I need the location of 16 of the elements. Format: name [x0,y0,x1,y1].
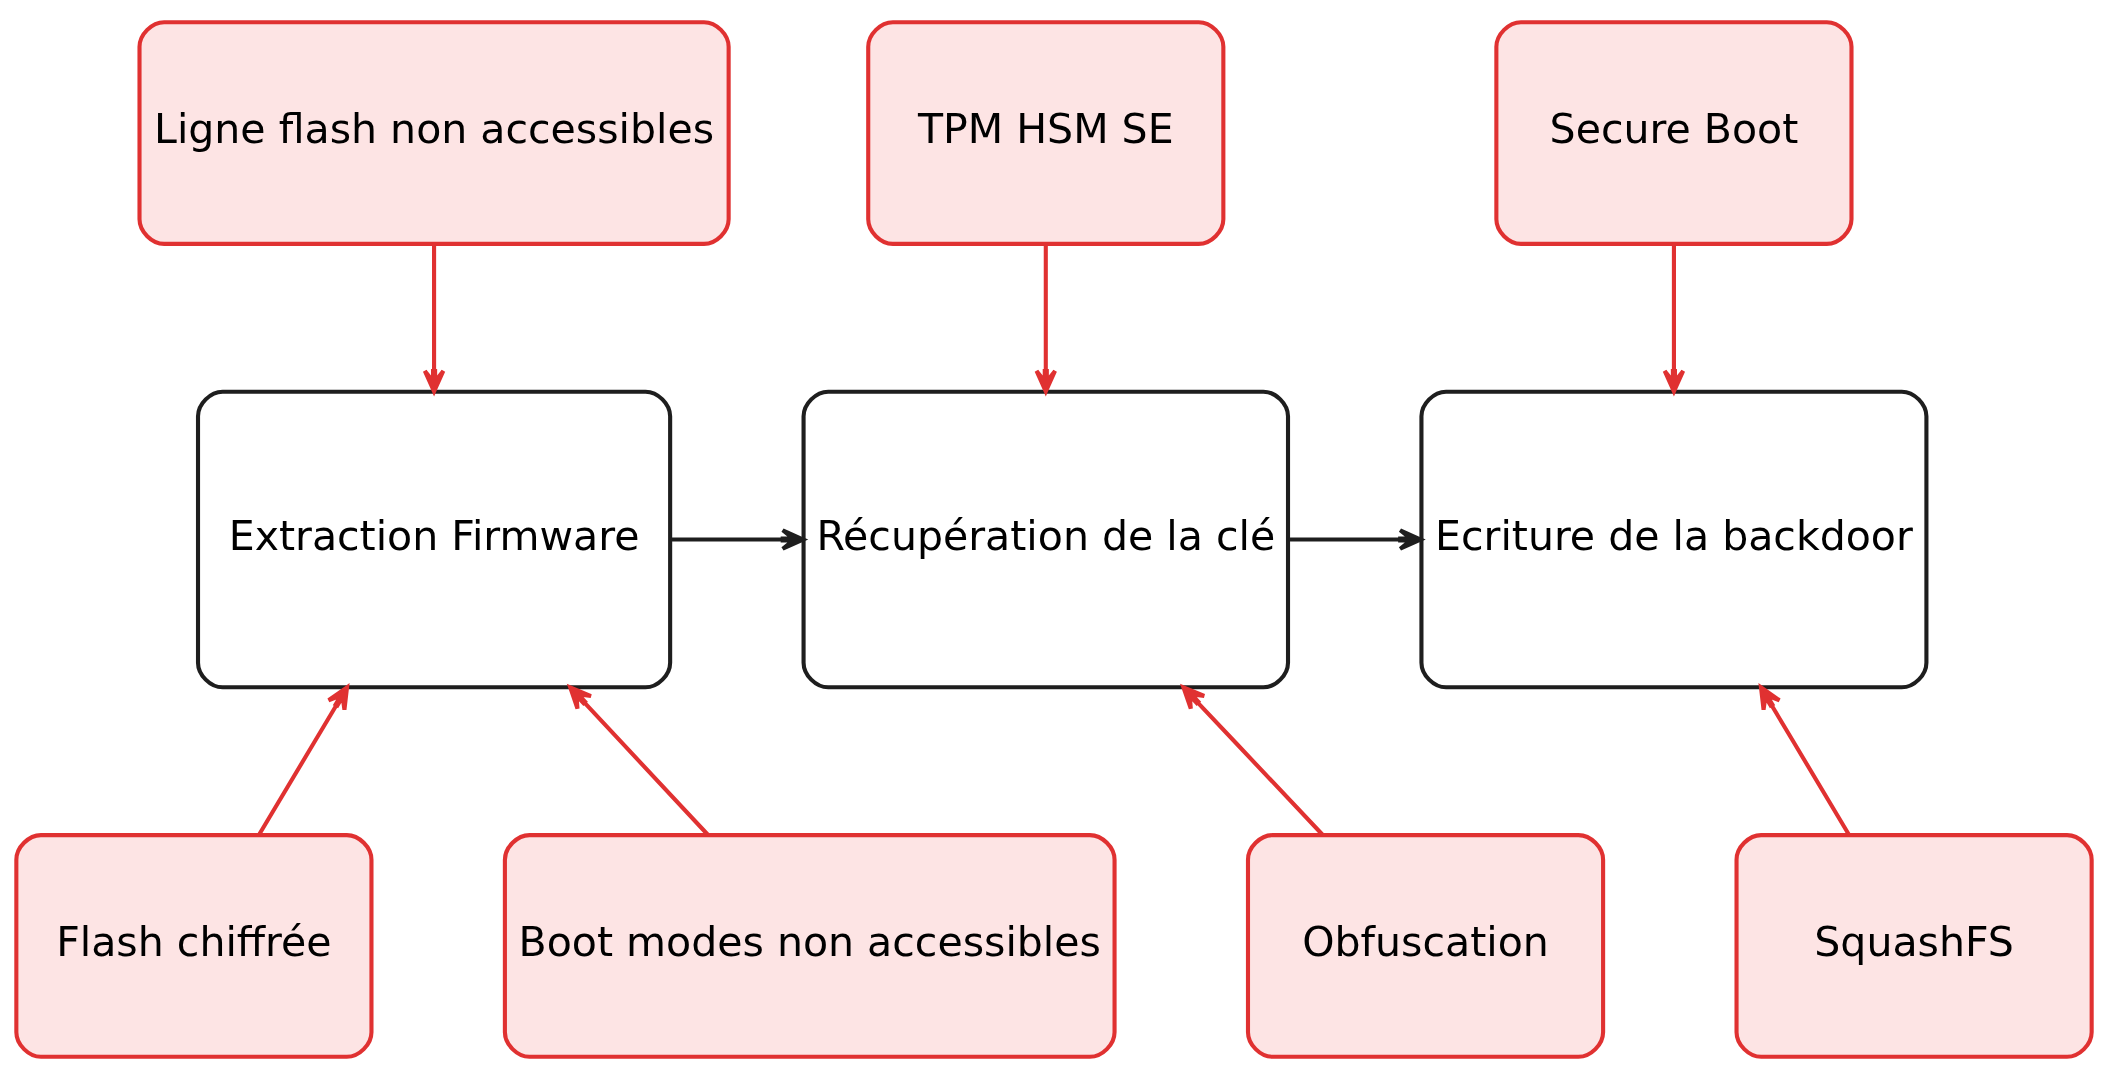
node-box: Extraction Firmware [195,389,673,689]
node-box: Boot modes non accessibles [502,832,1117,1059]
arrow [257,684,350,836]
node-box: Ecriture de la backdoor [1419,389,1929,689]
node-box: Flash chiffrée [14,832,374,1059]
arrow [1758,684,1851,836]
arrow [568,684,710,836]
node-box: SquashFS [1734,832,2094,1059]
node-box: Secure Boot [1494,19,1854,246]
arrow [1181,684,1324,836]
node-box: Récupération de la clé [801,389,1291,689]
node-box: TPM HSM SE [866,19,1226,246]
node-box: Ligne flash non accessibles [137,19,731,246]
node-box: Obfuscation [1245,832,1606,1059]
arrow [670,527,806,551]
arrow [1288,527,1423,551]
